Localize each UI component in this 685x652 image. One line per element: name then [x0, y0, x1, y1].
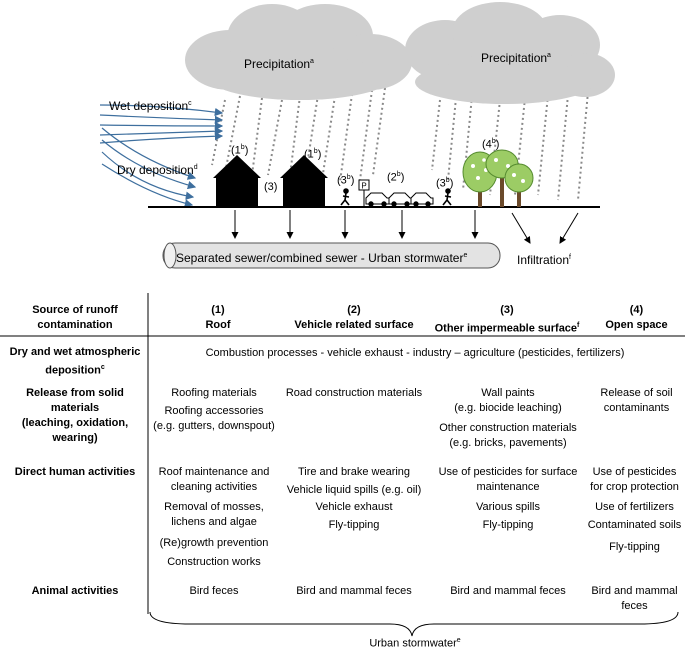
car-icon [410, 192, 434, 207]
cell-deposition-span: Combustion processes - vehicle exhaust -… [205, 347, 625, 359]
infiltration-label: Infiltrationf [517, 253, 571, 267]
wet-deposition-label: Wet depositionc [109, 99, 192, 113]
row-label-deposition: Dry and wet atmospheric depositionc [9, 346, 141, 377]
pedestrian-icon [442, 188, 452, 206]
cloud-left [185, 4, 412, 100]
cell-impermeable-release: Wall paints (e.g. biocide leaching) [454, 387, 562, 414]
cell-roof-human: Construction works [167, 556, 261, 568]
cell-vehicle-human: Fly-tipping [328, 519, 380, 531]
cell-impermeable-human: Various spills [476, 501, 540, 513]
cloud-right [405, 2, 615, 104]
runoff-arrows [231, 210, 579, 244]
tree-icon [504, 163, 534, 207]
precipitation-label-left: Precipitationa [244, 57, 314, 71]
parking-sign-icon: P [358, 179, 370, 206]
column-header-open-space: (4)Open space [605, 304, 668, 331]
house-icon [280, 155, 328, 207]
cell-impermeable-release: Other construction materials (e.g. brick… [439, 422, 577, 449]
column-header-vehicle: (2)Vehicle related surface [294, 304, 414, 331]
area-label-wall: (3) [264, 181, 278, 193]
cell-open-space-human: Use of fertilizers [595, 501, 674, 513]
cell-open-space-human: Use of pesticides for crop protection [590, 466, 679, 493]
area-label-vehicle: (2b) [387, 171, 405, 184]
cell-impermeable-human: Use of pesticides for surface maintenanc… [438, 466, 578, 493]
cell-open-space-animal: Bird and mammal feces [591, 585, 678, 612]
cell-vehicle-human: Vehicle liquid spills (e.g. oil) [286, 484, 422, 496]
cell-vehicle-human: Vehicle exhaust [315, 501, 393, 513]
house-icon [213, 155, 261, 207]
car-icon [365, 192, 390, 207]
runoff-diagram: P [99, 2, 615, 269]
cell-roof-human: Roof maintenance and cleaning activities [158, 466, 270, 493]
cell-impermeable-animal: Bird and mammal feces [450, 585, 566, 597]
cell-open-space-release: Release of soil contaminants [600, 387, 673, 414]
footer-label: Urban stormwatere [369, 637, 461, 650]
precipitation-label-right: Precipitationa [481, 51, 551, 65]
area-label-roof: (1b) [231, 144, 249, 157]
area-label-impermeable: (3b) [436, 177, 454, 190]
row-label-release: Release from solid materials (leaching, … [21, 387, 129, 444]
cell-roof-release: Roofing accessories (e.g. gutters, downs… [153, 405, 275, 432]
cell-roof-release: Roofing materials [171, 387, 257, 399]
cell-impermeable-human: Fly-tipping [482, 519, 534, 531]
area-label-impermeable: (3b) [337, 174, 355, 187]
cell-roof-human: (Re)growth prevention [159, 537, 269, 549]
row-label-animal: Animal activities [31, 585, 119, 597]
cell-open-space-human: Contaminated soils [587, 519, 682, 531]
table-row-header: Source of runoff contamination [32, 304, 118, 331]
cell-vehicle-human: Tire and brake wearing [297, 466, 411, 478]
footer-brace [149, 611, 679, 637]
car-icon [388, 192, 413, 207]
svg-text:P: P [361, 182, 366, 191]
column-header-roof: (1)Roof [205, 304, 231, 331]
area-label-roof: (1b) [304, 148, 322, 161]
sewer-pipe [162, 242, 501, 269]
cell-vehicle-release: Road construction materials [285, 387, 423, 399]
cell-open-space-human: Fly-tipping [609, 541, 660, 553]
area-label-open-space: (4b) [482, 138, 500, 151]
sewer-label: Separated sewer/combined sewer - Urban s… [176, 251, 468, 265]
cell-vehicle-animal: Bird and mammal feces [296, 585, 412, 597]
dry-deposition-label: Dry depositiond [117, 163, 198, 177]
deposition-arrows [99, 104, 224, 208]
cell-roof-human: Removal of mosses, lichens and algae [164, 501, 264, 528]
row-label-human: Direct human activities [14, 466, 136, 478]
column-header-impermeable: (3)Other impermeable surfacef [434, 304, 580, 335]
pedestrian-icon [340, 188, 350, 206]
cell-roof-animal: Bird feces [189, 585, 239, 597]
